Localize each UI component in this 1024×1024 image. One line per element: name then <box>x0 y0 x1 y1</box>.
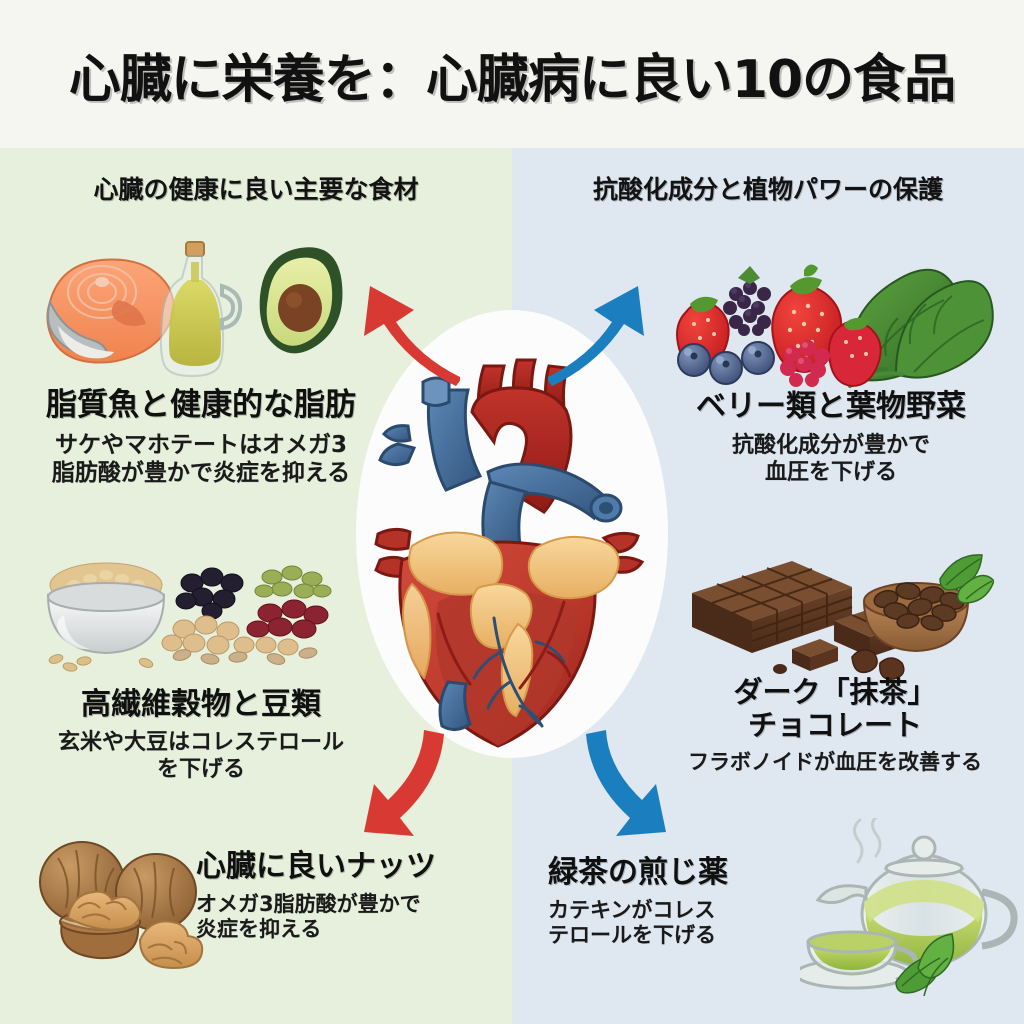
item-greentea-desc: カテキンがコレス テロールを下げる <box>548 898 716 948</box>
anatomical-heart-illustration <box>368 352 658 752</box>
salmon-olive-oil-avocado-icon <box>36 228 346 380</box>
page-title: 心臓に栄養を：心臓病に良い10の食品 <box>68 49 956 110</box>
item-nuts-desc: オメガ3脂肪酸が豊かで 炎症を抑える <box>196 892 421 942</box>
item-berries-title: ベリー類と葉物野菜 <box>696 389 966 424</box>
item-fatty-fish-desc: サケやマホテートはオメガ3 脂肪酸が豊かで炎症を抑える <box>51 432 351 486</box>
item-greentea: 緑茶の煎じ薬 カテキンがコレス テロールを下げる <box>548 855 848 949</box>
item-chocolate-desc: フラボノイドが血圧を改善する <box>688 750 982 775</box>
dark-chocolate-and-cacao-beans-icon <box>684 545 994 681</box>
item-berries-desc: 抗酸化成分が豊かで 血圧を下げる <box>731 433 930 485</box>
item-greentea-title: 緑茶の煎じ薬 <box>548 855 728 890</box>
arrow-top-left <box>330 278 462 394</box>
item-chocolate-title: ダーク「抹茶」 チョコレート <box>733 675 937 743</box>
left-section-heading: 心臓の健康に良い主要な食材 <box>93 175 419 204</box>
right-section-heading: 抗酸化成分と植物パワーの保護 <box>592 175 943 204</box>
title-band: 心臓に栄養を：心臓病に良い10の食品 <box>0 0 1024 148</box>
item-grains: 高繊維穀物と豆類 玄米や大豆はコレステロール を下げる <box>24 687 378 783</box>
item-berries: ベリー類と葉物野菜 抗酸化成分が豊かで 血圧を下げる <box>648 389 1014 486</box>
item-chocolate: ダーク「抹茶」 チョコレート フラボノイドが血圧を改善する <box>650 675 1020 775</box>
walnuts-icon <box>14 830 214 980</box>
grain-bowl-and-beans-icon <box>26 545 338 685</box>
item-grains-title: 高繊維穀物と豆類 <box>81 687 321 722</box>
arrow-bottom-right <box>570 730 690 854</box>
item-grains-desc: 玄米や大豆はコレステロール を下げる <box>57 730 344 782</box>
item-nuts-title: 心臓に良いナッツ <box>196 849 436 884</box>
arrow-top-right <box>546 278 678 394</box>
item-fatty-fish: 脂質魚と健康的な脂肪 サケやマホテートはオメガ3 脂肪酸が豊かで炎症を抑える <box>18 387 384 488</box>
berries-and-spinach-icon <box>664 238 994 390</box>
item-nuts: 心臓に良いナッツ オメガ3脂肪酸が豊かで 炎症を抑える <box>196 849 516 943</box>
item-fatty-fish-title: 脂質魚と健康的な脂肪 <box>46 387 356 423</box>
glass-teapot-green-tea-icon <box>800 818 1024 1004</box>
arrow-bottom-left <box>340 730 460 854</box>
